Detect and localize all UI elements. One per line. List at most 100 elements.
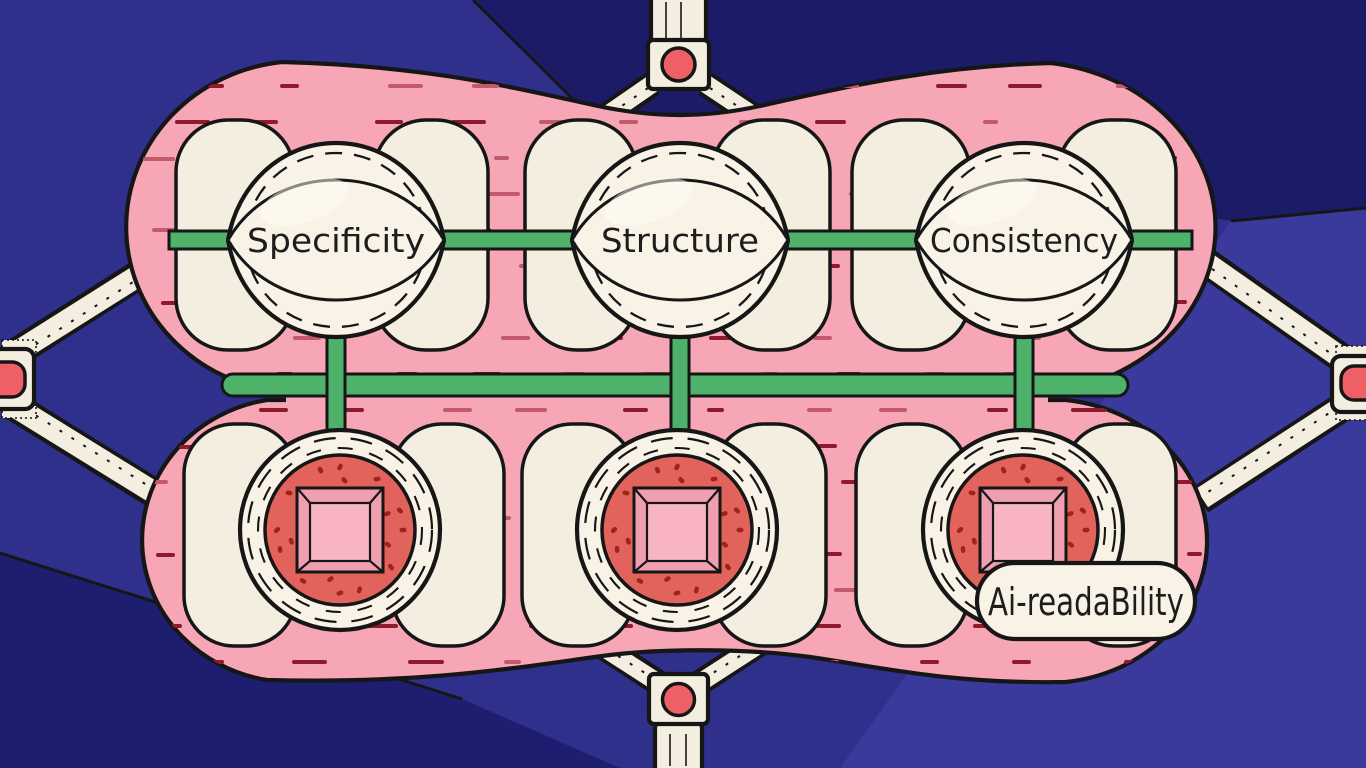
core-speckle xyxy=(356,586,363,594)
port-square-face xyxy=(308,501,372,563)
capsule-dash xyxy=(259,408,288,412)
core-speckle xyxy=(1067,541,1075,548)
core-speckle xyxy=(733,507,741,514)
facet-edge xyxy=(471,0,584,110)
capsule-dash xyxy=(623,408,648,412)
core-speckle xyxy=(1000,466,1007,474)
core-speckle xyxy=(396,507,404,514)
capsule-dash xyxy=(494,156,509,160)
core-speckle xyxy=(664,576,671,583)
port-dashed-ring xyxy=(256,446,424,614)
core-speckle xyxy=(341,476,348,484)
stem xyxy=(669,326,691,446)
core-speckle xyxy=(288,537,294,545)
capsule-dash xyxy=(879,408,907,412)
core-speckle xyxy=(384,541,392,548)
capsule-dash xyxy=(987,408,1008,412)
core-speckle xyxy=(721,541,729,548)
core-speckle xyxy=(610,526,618,534)
core-speckle xyxy=(625,537,631,545)
core-speckle xyxy=(724,563,731,571)
node-highlight xyxy=(948,178,1037,226)
connector-stems xyxy=(325,326,1035,446)
left-side-port-icon xyxy=(0,245,174,513)
core-speckle xyxy=(960,545,966,553)
core-speckle xyxy=(383,511,391,517)
capsule-dash xyxy=(1008,84,1042,88)
capsule-dash xyxy=(936,84,967,88)
capsule-dash xyxy=(818,444,837,448)
bevel-line xyxy=(369,487,384,504)
core-speckle xyxy=(654,466,661,474)
core-speckle xyxy=(710,476,718,482)
core-speckle xyxy=(956,526,964,534)
port-square-face xyxy=(991,501,1055,563)
port-dashed-ring xyxy=(246,436,434,624)
capsule-dash xyxy=(504,660,521,664)
core-speckle xyxy=(968,490,976,496)
port-dashed-ring xyxy=(583,436,771,624)
capsule-dash xyxy=(375,120,403,124)
capsule-dash xyxy=(208,84,224,88)
core-speckle xyxy=(285,490,293,496)
node-label: Specificity xyxy=(247,221,425,260)
core-speckle xyxy=(327,576,334,583)
pill-shape xyxy=(974,560,1198,642)
port-node-2 xyxy=(574,427,780,633)
core-speckle xyxy=(1056,476,1064,482)
capsule-dash xyxy=(451,120,486,124)
capsule-dash xyxy=(619,120,638,124)
core-speckle xyxy=(678,476,685,484)
core-speckle xyxy=(693,586,700,594)
bevel-line xyxy=(633,560,648,573)
capsule-dash xyxy=(1187,552,1202,556)
capsule-dash xyxy=(501,336,530,340)
capsule-dash xyxy=(707,408,724,412)
core-speckle xyxy=(373,476,381,482)
capsule-dash xyxy=(815,120,846,124)
facet-edge xyxy=(1230,206,1366,223)
core-speckle xyxy=(317,466,324,474)
core-speckle xyxy=(1024,476,1031,484)
node-specificity: Specificity xyxy=(225,140,447,340)
node-highlight xyxy=(260,178,349,226)
core-speckle xyxy=(273,526,281,534)
capsule-dash xyxy=(408,660,444,664)
core-speckle xyxy=(1079,507,1087,514)
port-square-face xyxy=(645,501,709,563)
bevel-line xyxy=(979,487,994,504)
core-speckle xyxy=(1020,463,1026,471)
capsule-dash xyxy=(443,408,472,412)
stem xyxy=(325,326,347,446)
node-highlight xyxy=(604,178,693,226)
ai-readability-pill: Ai-readaBility xyxy=(974,560,1198,642)
pill-label: Ai-readaBility xyxy=(988,580,1184,624)
port-dashed-ring xyxy=(929,436,1117,624)
capsule-dash xyxy=(1071,408,1107,412)
capsule-dash xyxy=(292,660,327,664)
tower-beacon-light xyxy=(660,681,697,718)
core-speckle xyxy=(673,590,681,596)
node-consistency: Consistency xyxy=(913,140,1135,340)
capsule-dash xyxy=(1012,660,1031,664)
core-speckle xyxy=(387,563,394,571)
capsule-dash xyxy=(813,336,832,340)
leg-ticks xyxy=(599,87,649,122)
leg-ticks xyxy=(603,646,657,681)
capsule-dash xyxy=(388,84,423,88)
core-speckle xyxy=(299,578,307,584)
core-speckle xyxy=(277,545,283,553)
capsule-dash xyxy=(515,408,547,412)
core-speckle xyxy=(337,463,343,471)
capsule-dash xyxy=(143,157,175,161)
bevel-line xyxy=(1052,487,1067,504)
node-label: Consistency xyxy=(930,221,1118,260)
tower-mast xyxy=(652,719,705,768)
core-speckle xyxy=(720,511,728,517)
right-side-port-icon xyxy=(1191,245,1366,513)
capsule-dash xyxy=(485,192,520,196)
leg-ticks xyxy=(701,646,755,681)
port-node-1 xyxy=(237,427,443,633)
